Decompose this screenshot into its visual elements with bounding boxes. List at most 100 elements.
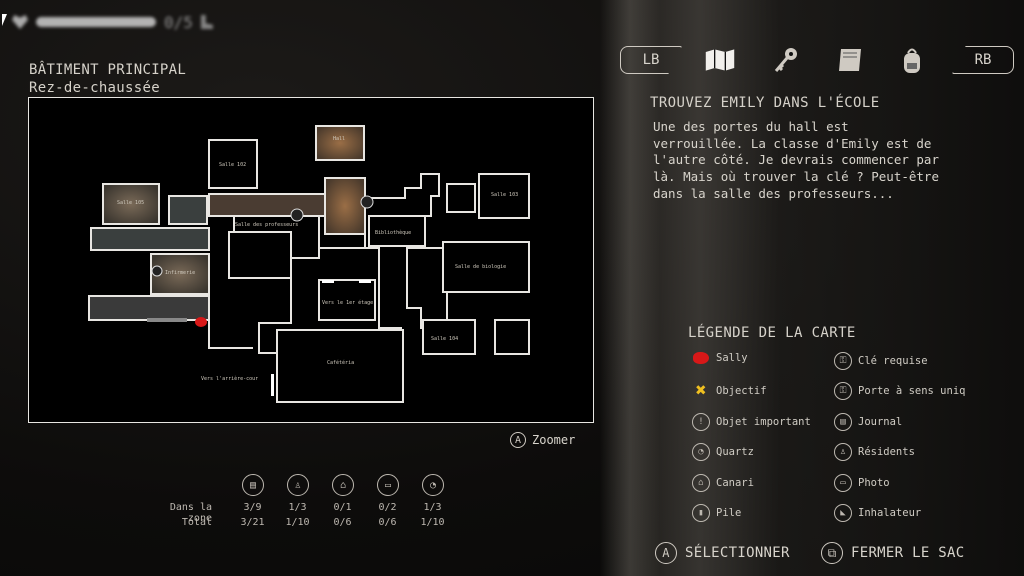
legend-item: ! Objet important — [692, 413, 811, 431]
legend-item: ◔ Quartz — [692, 443, 754, 461]
map-door-south — [271, 374, 274, 396]
map-lock-icons — [151, 195, 374, 277]
stat-value: 1/10 — [285, 517, 310, 528]
stats-row-label: Dans la zone — [169, 502, 212, 524]
map-label-salle-profs: Salle des professeurs — [235, 222, 298, 228]
map-label-salle-103: Salle 103 — [491, 192, 518, 198]
heart-icon — [12, 15, 28, 29]
close-bag-prompt[interactable]: ⧉ FERMER LE SAC — [821, 542, 964, 564]
legend-item: ⌂ Canari — [692, 474, 754, 492]
map-room-salle-102 — [208, 139, 258, 189]
residents-icon: ♙ — [834, 443, 852, 461]
status-count: 0/5 — [164, 12, 193, 32]
legend-item: ▤ Journal — [834, 413, 902, 431]
select-label: SÉLECTIONNER — [685, 545, 790, 561]
a-button-icon: A — [655, 542, 677, 564]
rb-bumper-button[interactable]: RB — [952, 46, 1014, 74]
legend-label: Objet important — [716, 416, 811, 428]
stat-value: 0/6 — [333, 517, 352, 528]
map-door-stairs-b — [359, 280, 371, 283]
map-room-corridor-link — [228, 231, 292, 279]
photo-icon: ▭ — [834, 474, 852, 492]
map-legend: Sally ⚿ Clé requise ✖ Objectif ⚿ Porte à… — [692, 352, 1012, 532]
legend-item: ⚿ Clé requise — [834, 352, 928, 370]
key-required-icon: ⚿ — [834, 352, 852, 370]
canary-icon: ⌂ — [332, 474, 354, 496]
quartz-icon: ◔ — [422, 474, 444, 496]
photo-icon: ▭ — [377, 474, 399, 496]
journal-icon[interactable] — [834, 44, 866, 76]
legend-label: Journal — [858, 416, 903, 428]
legend-label: Résidents — [858, 446, 915, 458]
select-prompt[interactable]: A SÉLECTIONNER — [655, 542, 790, 564]
map-room-corridor-south — [88, 295, 210, 321]
important-item-icon: ! — [692, 413, 710, 431]
map-label-cafeteria: Cafétéria — [327, 359, 354, 366]
inventory-tabs: LB RB — [620, 44, 1014, 76]
legend-item: ♙ Résidents — [834, 443, 915, 461]
map-room-bibliotheque — [368, 215, 426, 247]
map-room-hall-lower — [324, 177, 366, 235]
building-name: BÂTIMENT PRINCIPAL — [29, 62, 187, 78]
inhaler-icon: ◣ — [834, 504, 852, 522]
player-status: 0/5 — [12, 10, 213, 34]
map-label-salle-102: Salle 102 — [219, 162, 246, 168]
residents-icon: ♙ — [287, 474, 309, 496]
map-room-hall — [315, 125, 365, 161]
map-room-corridor-west — [90, 227, 210, 251]
backpack-icon[interactable] — [896, 44, 928, 76]
legend-item: ▭ Photo — [834, 474, 890, 492]
stats-row-label: Total — [181, 517, 212, 528]
map-room-salle-104 — [422, 319, 476, 355]
legend-item: Sally — [692, 352, 748, 364]
quartz-icon: ◔ — [692, 443, 710, 461]
zoom-label: Zoomer — [532, 433, 576, 447]
map-room-cafeteria — [276, 329, 404, 403]
journal-icon: ▤ — [834, 413, 852, 431]
objective-icon: ✖ — [695, 380, 707, 401]
close-bag-label: FERMER LE SAC — [851, 545, 965, 561]
battery-icon: ▮ — [692, 504, 710, 522]
map-label-vers-1er-etage: Vers le 1er étage — [322, 299, 373, 306]
map-label-salle-104: Salle 104 — [431, 336, 458, 342]
stat-value: 3/21 — [240, 517, 265, 528]
map-walls-east — [406, 247, 448, 329]
map-room-small-east — [494, 319, 530, 355]
stat-value: 0/6 — [378, 517, 397, 528]
legend-label: Objectif — [716, 385, 767, 397]
floor-map[interactable]: Salle 105 Salle 102 Hall Salle 103 Salle… — [28, 97, 594, 423]
legend-item: ✖ Objectif — [692, 382, 767, 400]
map-walls-biblio — [364, 173, 440, 249]
map-room-restroom-left — [168, 195, 208, 225]
map-label-hall: Hall — [333, 136, 345, 142]
objective-text: Une des portes du hall est verrouillée. … — [653, 119, 939, 201]
legend-label: Sally — [716, 352, 748, 364]
legend-item: ◣ Inhalateur — [834, 504, 921, 522]
view-button-icon: ⧉ — [821, 542, 843, 564]
map-label-bibliotheque: Bibliothèque — [375, 229, 411, 236]
building-header: BÂTIMENT PRINCIPAL Rez-de-chaussée — [29, 61, 186, 97]
legend-item: ⚿ Porte à sens uniq — [834, 382, 965, 400]
map-room-restroom-right — [446, 183, 476, 213]
stat-value: 1/10 — [420, 517, 445, 528]
one-way-door-icon: ⚿ — [834, 382, 852, 400]
map-room-corridor-mid — [208, 193, 326, 217]
journal-icon: ▤ — [242, 474, 264, 496]
map-lock-icon — [290, 208, 304, 222]
map-icon[interactable] — [704, 44, 736, 76]
legend-label: Quartz — [716, 446, 754, 458]
map-label-infirmerie: Infirmerie — [165, 270, 195, 276]
map-walls-southwest — [208, 320, 253, 349]
legend-label: Clé requise — [858, 355, 928, 367]
legend-item: ▮ Pile — [692, 504, 741, 522]
zoom-hint[interactable]: A Zoomer — [510, 432, 575, 448]
lb-bumper-button[interactable]: LB — [620, 46, 682, 74]
stats-row-zone: Dans la zone 3/9 1/3 0/1 0/2 1/3 — [150, 502, 455, 524]
boot-icon — [200, 15, 213, 29]
legend-label: Pile — [716, 507, 742, 519]
stat-value: 0/1 — [333, 502, 352, 513]
map-svg: Salle 105 Salle 102 Hall Salle 103 Salle… — [88, 125, 530, 403]
floor-name: Rez-de-chaussée — [29, 80, 160, 96]
key-icon[interactable] — [770, 44, 802, 76]
sally-map-marker — [195, 317, 207, 327]
